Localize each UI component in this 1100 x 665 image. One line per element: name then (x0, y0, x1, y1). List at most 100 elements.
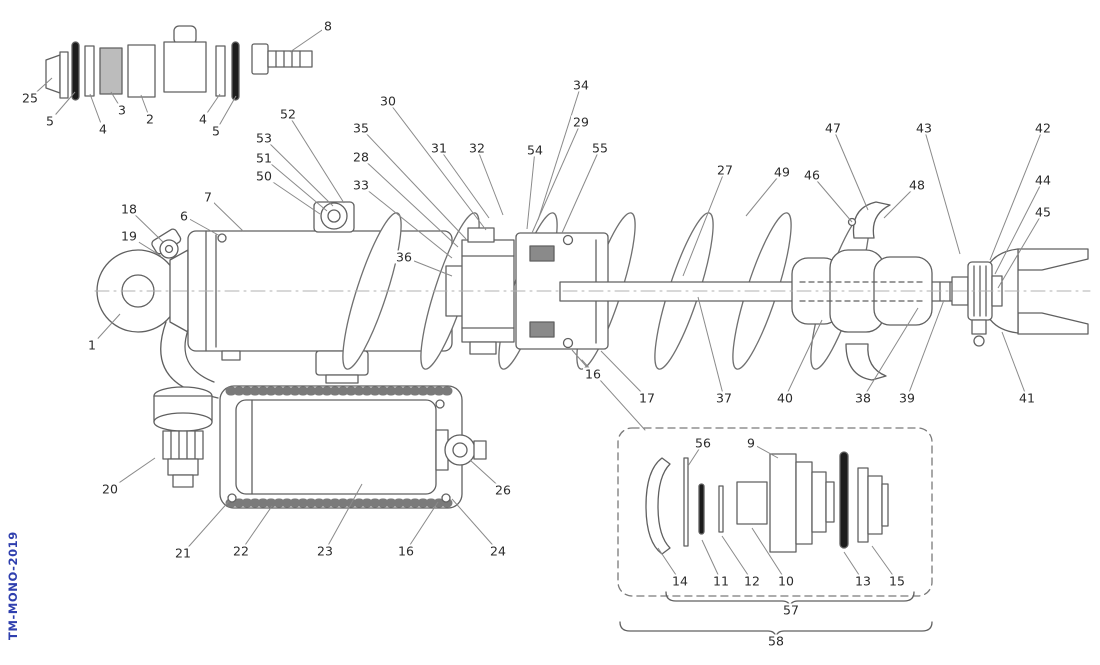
callout-48: 48 (907, 177, 927, 193)
leader-line-51 (263, 157, 328, 212)
spacer-part (736, 481, 768, 525)
leader-line-34 (537, 84, 582, 221)
callout-55: 55 (590, 140, 610, 156)
cap-part (163, 41, 207, 93)
callout-14: 14 (670, 573, 690, 589)
seal-part (99, 47, 123, 95)
boot-screw (435, 399, 445, 409)
callout-50: 50 (254, 168, 274, 184)
leader-line-22 (240, 505, 273, 552)
callout-56: 56 (693, 435, 713, 451)
callout-27: 27 (715, 162, 735, 178)
callout-58: 58 (766, 633, 786, 649)
shock-eye (96, 249, 189, 333)
leader-line-53 (263, 137, 334, 207)
callout-26: 26 (493, 482, 513, 498)
seal-head-screw (562, 337, 574, 349)
leader-line-52 (287, 113, 345, 204)
callout-5: 5 (210, 123, 222, 139)
callout-57: 57 (781, 602, 801, 618)
callout-41: 41 (1017, 390, 1037, 406)
leader-line-39 (906, 299, 945, 399)
inset-parts (645, 451, 889, 555)
leader-line-49 (745, 171, 783, 217)
callout-10: 10 (776, 573, 796, 589)
washer-part (718, 485, 724, 533)
top-mount (313, 201, 355, 233)
callout-21: 21 (173, 545, 193, 561)
callout-47: 47 (823, 120, 843, 136)
leader-line-43 (923, 127, 961, 255)
callout-5: 5 (44, 113, 56, 129)
callout-39: 39 (897, 390, 917, 406)
callout-52: 52 (278, 106, 298, 122)
leader-line-17 (600, 350, 648, 399)
o-ring-part (231, 41, 240, 101)
callout-28: 28 (351, 149, 371, 165)
callout-30: 30 (378, 93, 398, 109)
spacer-part (127, 44, 156, 98)
leader-line-33 (360, 184, 453, 259)
piston-body (769, 453, 797, 553)
callout-33: 33 (351, 177, 371, 193)
leader-line-41 (1001, 331, 1028, 399)
callout-29: 29 (571, 114, 591, 130)
leader-line-6 (183, 215, 221, 237)
inset-box (617, 427, 933, 597)
end-cap-part (645, 457, 671, 555)
callout-11: 11 (711, 573, 731, 589)
callout-17: 17 (637, 390, 657, 406)
leader-line-11 (701, 539, 722, 582)
boot-screw (441, 493, 451, 503)
leader-line-37 (697, 296, 725, 399)
leader-line-44 (994, 179, 1044, 275)
callout-53: 53 (254, 130, 274, 146)
reservoir-assembly (219, 385, 487, 509)
callout-13: 13 (853, 573, 873, 589)
leader-line-12 (721, 535, 753, 582)
callout-19: 19 (119, 228, 139, 244)
washer-part (215, 45, 226, 97)
leader-line-46 (811, 174, 853, 223)
callout-12: 12 (742, 573, 762, 589)
o-ring-part (71, 41, 80, 101)
callout-23: 23 (315, 543, 335, 559)
callout-16: 16 (583, 366, 603, 382)
o-ring-part (698, 483, 705, 535)
callout-45: 45 (1033, 204, 1053, 220)
seal-upper (529, 245, 555, 262)
callout-40: 40 (775, 390, 795, 406)
callout-9: 9 (745, 435, 757, 451)
o-ring-part (839, 451, 849, 549)
leader-line-38 (862, 307, 919, 399)
leader-line-8 (289, 25, 329, 53)
leader-line-47 (832, 127, 869, 211)
callout-38: 38 (853, 390, 873, 406)
callout-54: 54 (525, 142, 545, 158)
bolt-shank (267, 50, 313, 68)
leader-line-27 (682, 169, 726, 277)
callout-51: 51 (254, 150, 274, 166)
callout-16: 16 (396, 543, 416, 559)
callout-4: 4 (197, 111, 209, 127)
callout-1: 1 (86, 337, 98, 353)
leader-line-16 (405, 501, 439, 552)
document-code: TM-MONO-2019 (6, 531, 20, 640)
callout-49: 49 (772, 164, 792, 180)
seal-head-screw (562, 234, 574, 246)
callout-18: 18 (119, 201, 139, 217)
leader-line-54 (526, 149, 536, 230)
callout-44: 44 (1033, 172, 1053, 188)
callout-43: 43 (914, 120, 934, 136)
leader-line-30 (387, 100, 487, 231)
seal-lower (529, 321, 555, 338)
leader-line-32 (476, 147, 504, 216)
callout-20: 20 (100, 481, 120, 497)
callout-6: 6 (178, 208, 190, 224)
leader-line-21 (182, 499, 231, 554)
leader-line-35 (360, 127, 467, 240)
leader-line-24 (451, 498, 499, 552)
callout-32: 32 (467, 140, 487, 156)
callout-2: 2 (144, 111, 156, 127)
